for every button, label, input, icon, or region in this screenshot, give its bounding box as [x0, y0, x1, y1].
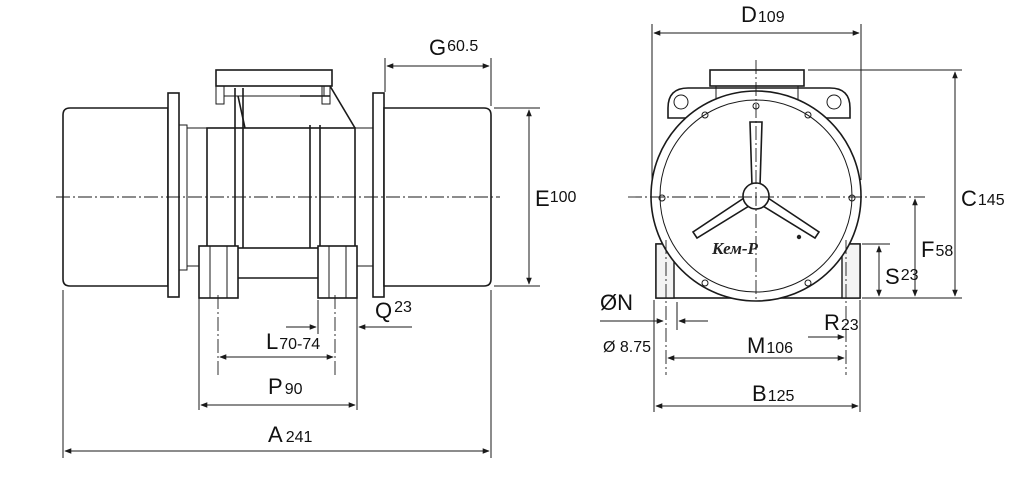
label-F: F58 — [921, 237, 953, 262]
label-L: L70-74 — [266, 329, 320, 354]
front-view: Кем-Р — [628, 60, 925, 375]
side-dimensions — [62, 58, 540, 458]
label-N: ØN — [600, 290, 633, 315]
side-view — [56, 69, 500, 378]
label-S: S23 — [885, 264, 919, 289]
left-end-cap — [62, 107, 169, 287]
label-E: E100 — [535, 186, 576, 211]
label-G: G60.5 — [429, 35, 478, 60]
label-M: M106 — [747, 333, 793, 358]
label-D: D109 — [741, 2, 785, 27]
label-R: R23 — [824, 310, 859, 335]
terminal-box — [215, 69, 333, 87]
brand-logo: Кем-Р — [711, 239, 759, 258]
left-flange — [167, 92, 180, 298]
left-foot — [198, 245, 239, 299]
label-C: C145 — [961, 186, 1005, 211]
motor-housing — [206, 127, 356, 249]
front-dimensions — [600, 24, 962, 412]
label-B: B125 — [752, 381, 794, 406]
right-flange — [372, 92, 385, 298]
right-foot — [317, 245, 358, 299]
label-N-value: Ø 8.75 — [603, 339, 651, 356]
